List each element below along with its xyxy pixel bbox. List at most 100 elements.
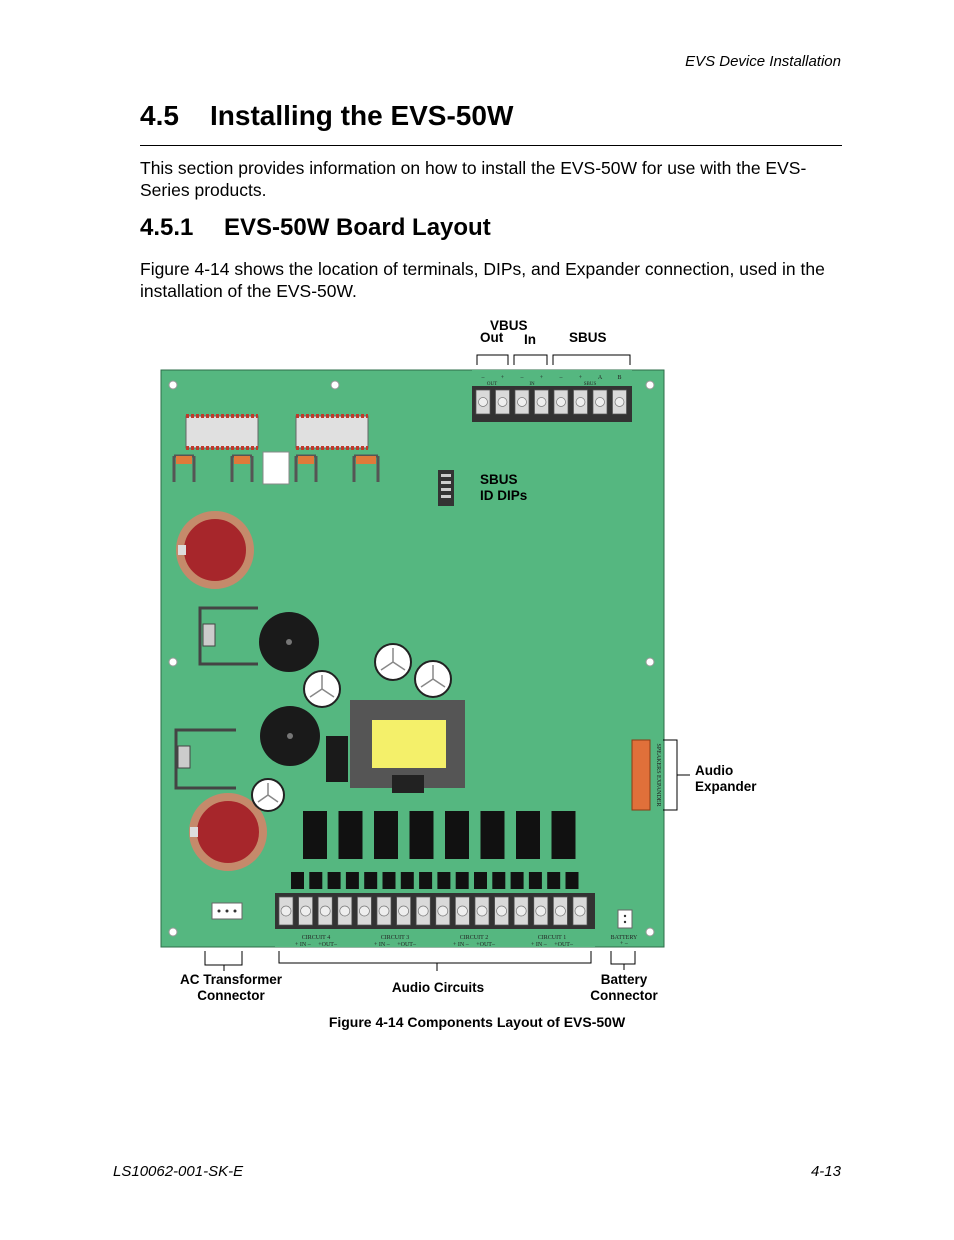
battery-line1: Battery bbox=[600, 972, 648, 987]
transformer bbox=[350, 700, 465, 793]
circuit-board bbox=[160, 369, 665, 948]
battery-callout: Battery Connector bbox=[574, 972, 674, 1004]
small-component bbox=[492, 872, 506, 889]
red-capacitor-top bbox=[176, 511, 254, 589]
relay bbox=[480, 811, 505, 859]
terminal-sign: A bbox=[598, 375, 603, 381]
regulator-bottom bbox=[174, 728, 236, 790]
ac-transformer-connector bbox=[211, 902, 243, 920]
sbus-dips-line2: ID DIPs bbox=[480, 488, 528, 503]
terminal-screw bbox=[612, 389, 627, 415]
terminal-screw-head bbox=[280, 905, 292, 917]
heading-rule bbox=[140, 145, 842, 146]
figure-caption: Figure 4-14 Components Layout of EVS-50W bbox=[328, 1014, 626, 1030]
terminal-screw-head bbox=[398, 905, 409, 917]
red-capacitor-bottom bbox=[189, 793, 267, 871]
battery-board-label: BATTERY bbox=[611, 935, 638, 941]
circuit-2-polarity: + IN – +OUT– bbox=[453, 942, 496, 948]
terminal-screw-head bbox=[517, 397, 527, 407]
terminal-screw-head bbox=[457, 905, 468, 917]
section-number: 4.5 bbox=[140, 100, 179, 131]
black-capacitor-1 bbox=[259, 612, 319, 672]
circuit-1-label: CIRCUIT 1 bbox=[538, 935, 566, 941]
out-terminal-label: OUT bbox=[487, 382, 497, 387]
small-component bbox=[474, 872, 487, 889]
layout-paragraph: Figure 4-14 shows the location of termin… bbox=[140, 259, 825, 301]
terminal-screw bbox=[513, 896, 529, 926]
terminal-screw-head bbox=[574, 905, 586, 917]
audio-expander-line1: Audio bbox=[695, 763, 734, 778]
terminal-screw-head bbox=[536, 397, 547, 407]
terminal-sign: B bbox=[617, 375, 621, 381]
terminal-sign: + bbox=[579, 375, 583, 381]
terminal-sign: + bbox=[501, 375, 505, 381]
small-components-row bbox=[291, 872, 579, 889]
terminal-sign: – bbox=[520, 375, 525, 381]
terminal-screw-head bbox=[478, 397, 488, 407]
relay bbox=[338, 811, 363, 859]
sbus-id-dips bbox=[438, 470, 454, 506]
relay bbox=[516, 811, 540, 859]
terminal-screw bbox=[495, 389, 510, 415]
terminal-screw-head bbox=[437, 905, 449, 917]
terminal-screw bbox=[317, 896, 333, 926]
small-component bbox=[309, 872, 323, 889]
terminal-screw bbox=[475, 389, 491, 415]
terminal-screw-head bbox=[614, 397, 625, 407]
sbus-dips-line1: SBUS bbox=[480, 472, 518, 487]
expander-board-label: SPEAKERS EXPANDER bbox=[655, 744, 661, 807]
inductor-clips bbox=[172, 454, 380, 482]
ac-transformer-line1: AC Transformer bbox=[179, 972, 283, 987]
white-component bbox=[262, 451, 290, 485]
section-title: Installing the EVS-50W bbox=[210, 100, 514, 131]
audio-circuits-callout: Audio Circuits bbox=[391, 980, 485, 995]
battery-connector bbox=[617, 909, 633, 929]
circuit-1-polarity: + IN – +OUT– bbox=[531, 942, 574, 948]
black-block bbox=[326, 736, 348, 782]
terminal-screw bbox=[278, 896, 294, 926]
terminal-screw-head bbox=[339, 905, 351, 917]
terminal-sign: + bbox=[540, 375, 544, 381]
terminal-screw bbox=[572, 896, 588, 926]
subsection-number: 4.5.1 bbox=[140, 214, 194, 241]
small-component bbox=[419, 872, 433, 889]
sbus-callout: SBUS bbox=[569, 330, 607, 345]
small-component bbox=[364, 872, 378, 889]
circuit-3-polarity: + IN – +OUT– bbox=[374, 942, 417, 948]
terminal-screw-head bbox=[595, 397, 605, 407]
audio-expander-line2: Expander bbox=[695, 779, 757, 794]
terminal-screw bbox=[573, 389, 588, 415]
battery-polarity: + – bbox=[620, 941, 629, 947]
terminal-screw bbox=[396, 896, 411, 926]
ac-transformer-callout: AC Transformer Connector bbox=[161, 972, 301, 1004]
vbus-in-callout: In bbox=[524, 332, 536, 347]
terminal-screw bbox=[376, 896, 392, 926]
audio-expander-callout: Audio Expander bbox=[695, 763, 757, 795]
sbus-terminal-label: SBUS bbox=[584, 382, 597, 387]
terminal-screw-head bbox=[300, 905, 311, 917]
terminal-screw bbox=[337, 896, 353, 926]
terminal-screw-head bbox=[378, 905, 390, 917]
terminal-screw bbox=[415, 896, 431, 926]
circuit-3-label: CIRCUIT 3 bbox=[381, 935, 409, 941]
terminal-screw bbox=[533, 896, 549, 926]
vbus-out-callout: Out bbox=[480, 330, 504, 345]
terminal-screw bbox=[514, 389, 530, 415]
terminal-screw-head bbox=[476, 905, 488, 917]
regulator-top bbox=[198, 606, 258, 666]
small-component bbox=[528, 872, 542, 889]
in-terminal-label: IN bbox=[529, 382, 535, 387]
terminal-screw-head bbox=[319, 905, 331, 917]
white-capacitors bbox=[251, 643, 452, 812]
terminal-screw-head bbox=[535, 905, 547, 917]
terminal-screw bbox=[435, 896, 451, 926]
terminal-screw bbox=[298, 896, 313, 926]
small-component bbox=[291, 872, 304, 889]
small-component bbox=[382, 872, 396, 889]
terminal-screw bbox=[553, 389, 569, 415]
relay bbox=[445, 811, 469, 859]
terminal-sign: – bbox=[559, 375, 564, 381]
small-component bbox=[327, 872, 341, 889]
section-heading: 4.5 Installing the EVS-50W bbox=[140, 100, 513, 132]
